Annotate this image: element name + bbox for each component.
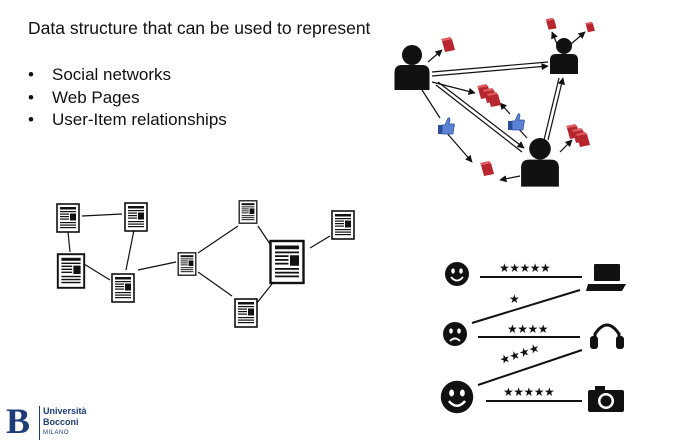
item-box-icon <box>566 124 590 147</box>
web-page-icon <box>177 252 197 276</box>
web-page-icon <box>331 210 355 240</box>
social-link-a-b <box>431 61 549 73</box>
line-a-like <box>421 89 441 119</box>
person-icon <box>550 38 578 74</box>
logo-text-line1: Università <box>43 406 87 416</box>
web-graph-links <box>67 213 331 305</box>
social-network <box>421 31 586 183</box>
web-page-icon <box>56 253 86 289</box>
bullet-web-pages: Web Pages <box>28 87 227 110</box>
arrow-c-items <box>559 139 573 153</box>
bullet-list: Social networks Web Pages User-Item rela… <box>28 64 227 132</box>
rating-stars: ★★★★★ <box>503 385 555 399</box>
logo-mark: B <box>6 401 31 441</box>
logo-text-line2: Bocconi <box>43 417 79 427</box>
item-box-icon <box>585 21 595 33</box>
rating-stars: ★ <box>509 292 520 306</box>
laptop-icon <box>586 264 626 291</box>
web-page-icon <box>56 203 80 233</box>
social-link-a-c-arrow <box>437 81 525 149</box>
social-items <box>437 17 595 176</box>
item-box-icon <box>545 17 557 30</box>
rating-stars: ★★★★★ <box>499 261 551 275</box>
camera-icon <box>588 386 624 412</box>
thumbs-up-icon <box>507 113 525 131</box>
web-page-icon <box>234 298 258 328</box>
social-link-a-b-arrow <box>431 62 549 77</box>
logo-text-line3: MILANO <box>43 430 70 436</box>
headphones-icon <box>590 323 624 349</box>
rating-users <box>439 261 475 415</box>
smiley-face-icon <box>444 261 470 287</box>
item-box-icon <box>441 37 455 52</box>
web-page-icon <box>238 200 258 224</box>
social-link-b-c-arrow <box>547 77 565 141</box>
person-icon <box>394 45 430 90</box>
arrow-like-item <box>445 131 473 163</box>
arrow-a-item1 <box>427 49 443 63</box>
slide-title: Data structure that can be used to repre… <box>28 18 371 38</box>
social-link-a-c <box>435 84 523 153</box>
rating-links <box>471 276 583 402</box>
person-icon <box>521 138 559 187</box>
smiley-face-icon <box>439 379 475 415</box>
arrow-a-items2 <box>431 81 476 95</box>
university-logo: B Università Bocconi MILANO <box>6 401 126 444</box>
logo-divider <box>39 406 40 440</box>
arrow-b-item-b <box>570 31 586 45</box>
item-box-icon <box>477 84 501 107</box>
social-link-b-c <box>543 77 560 141</box>
web-page-icon <box>269 239 305 285</box>
web-page-icon <box>111 273 135 303</box>
arrow-like-items <box>499 102 511 115</box>
smiley-face-icon <box>442 321 468 347</box>
web-graph-pages <box>56 200 355 328</box>
web-page-icon <box>124 202 148 232</box>
bullet-social-networks: Social networks <box>28 64 227 87</box>
bullet-user-item: User-Item relationships <box>28 109 227 132</box>
item-box-icon <box>480 161 494 176</box>
thumbs-up-icon <box>437 117 455 135</box>
rating-stars: ★★★★ <box>507 322 549 336</box>
arrow-b-item-a <box>551 31 558 45</box>
arrow-c-item <box>499 175 521 183</box>
